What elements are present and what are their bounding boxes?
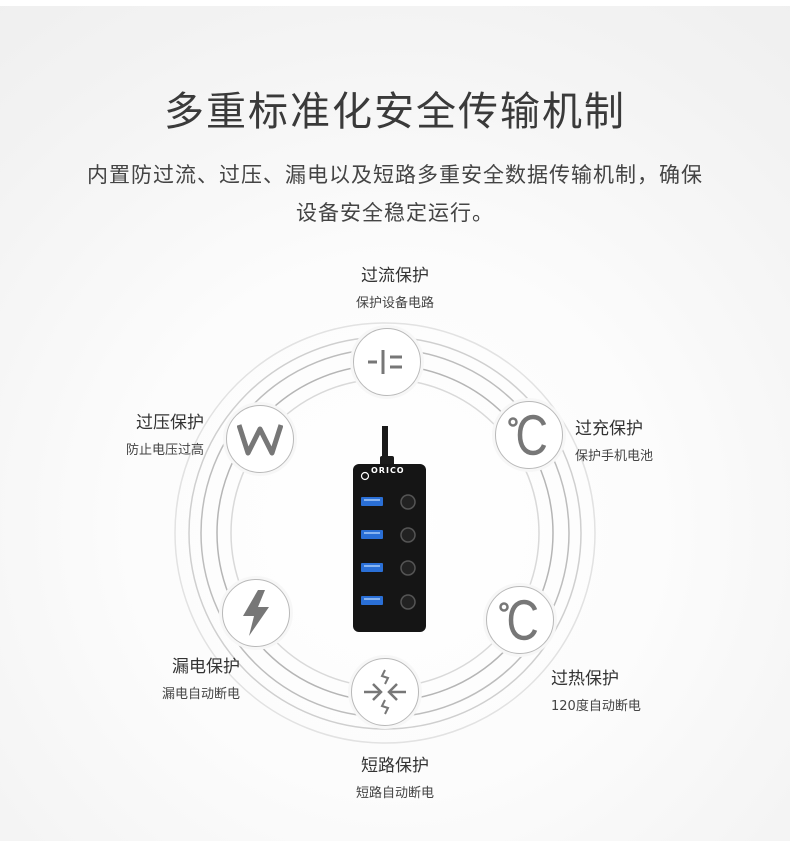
usb-hub-image: ORICO xyxy=(352,423,428,640)
feature-title: 过充保护 xyxy=(575,419,643,439)
feature-title: 过流保护 xyxy=(361,266,429,286)
feature-desc: 短路自动断电 xyxy=(355,786,434,801)
page-background: 多重标准化安全传输机制 内置防过流、过压、漏电以及短路多重安全数据传输机制，确保… xyxy=(0,6,790,841)
watt-icon xyxy=(237,421,283,457)
feature-desc: 保护手机电池 xyxy=(575,449,654,464)
feature-overvoltage: 过压保护 防止电压过高 xyxy=(80,412,204,460)
overcurrent-badge xyxy=(353,328,421,396)
celsius-icon xyxy=(497,598,543,642)
feature-desc: 漏电自动断电 xyxy=(161,687,240,702)
feature-overcharge: 过充保护 保护手机电池 xyxy=(575,418,653,466)
feature-leakage: 漏电保护 漏电自动断电 xyxy=(100,656,240,704)
page-subtitle: 内置防过流、过压、漏电以及短路多重安全数据传输机制，确保 设备安全稳定运行。 xyxy=(70,156,720,232)
subtitle-line-1: 内置防过流、过压、漏电以及短路多重安全数据传输机制，确保 xyxy=(87,163,703,187)
short-circuit-badge xyxy=(351,658,419,726)
overcharge-badge xyxy=(495,401,563,469)
feature-title: 短路保护 xyxy=(361,756,429,776)
overcurrent-icon xyxy=(365,347,409,377)
feature-short-circuit: 短路保护 短路自动断电 xyxy=(335,755,455,803)
overvoltage-badge xyxy=(226,405,294,473)
feature-overheat: 过热保护 120度自动断电 xyxy=(551,668,641,716)
overheat-badge xyxy=(486,586,554,654)
celsius-icon xyxy=(506,413,552,457)
feature-desc: 120度自动断电 xyxy=(551,699,641,714)
hub-brand-logo: ORICO xyxy=(371,466,405,475)
lightning-icon xyxy=(241,590,271,636)
feature-title: 过压保护 xyxy=(136,413,204,433)
feature-overcurrent: 过流保护 保护设备电路 xyxy=(335,265,455,313)
feature-title: 漏电保护 xyxy=(172,657,240,677)
subtitle-line-2: 设备安全稳定运行。 xyxy=(296,201,494,225)
leakage-badge xyxy=(222,579,290,647)
feature-desc: 保护设备电路 xyxy=(355,296,434,311)
feature-title: 过热保护 xyxy=(551,669,619,689)
page-title: 多重标准化安全传输机制 xyxy=(164,89,626,135)
short-circuit-icon xyxy=(361,668,409,716)
feature-desc: 防止电压过高 xyxy=(125,443,204,458)
